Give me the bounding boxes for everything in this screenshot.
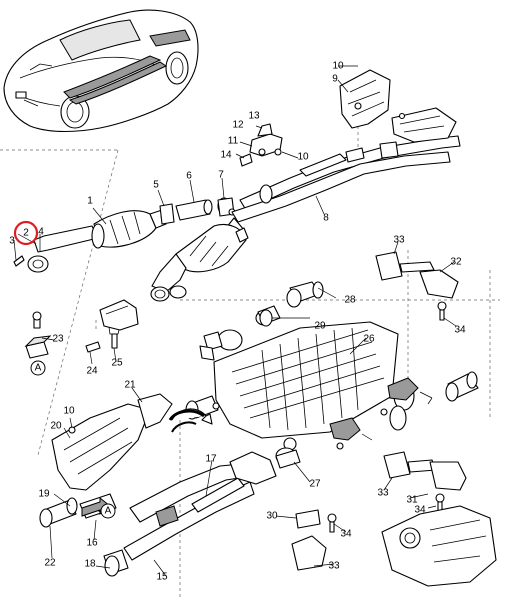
callout-28: 28 <box>344 295 356 306</box>
callout-3: 3 <box>9 236 15 247</box>
callout-16: 16 <box>86 538 98 549</box>
callout-9: 9 <box>332 74 338 85</box>
guide-lines <box>0 90 500 600</box>
callout-34-upper: 34 <box>454 325 466 336</box>
callout-1: 1 <box>87 196 93 207</box>
callout-30: 30 <box>266 511 278 522</box>
valve-actuators <box>329 377 433 450</box>
callout-34-lower: 34 <box>340 529 352 540</box>
callout-5: 5 <box>153 180 159 191</box>
callout-15: 15 <box>156 572 168 583</box>
view-ref-a-lower-label: A <box>105 506 112 517</box>
callout-34-middle: 34 <box>414 505 426 516</box>
highlight-circle <box>13 220 39 246</box>
callout-26: 26 <box>363 334 375 345</box>
callout-10-top: 10 <box>332 61 344 72</box>
callout-4: 4 <box>38 227 44 238</box>
callout-27: 27 <box>309 479 321 490</box>
callout-22: 22 <box>44 558 56 569</box>
clamp-connectors <box>159 197 236 225</box>
view-ref-badge-a-lower <box>100 503 116 519</box>
callout-20: 20 <box>50 421 62 432</box>
front-catalyst-assembly <box>13 209 167 273</box>
callout-33-middle: 33 <box>377 488 389 499</box>
heat-shield-upper <box>339 69 457 143</box>
hanger-bracket <box>239 123 283 167</box>
view-ref-a-left-label: A <box>35 363 42 374</box>
callout-17: 17 <box>205 454 217 465</box>
callout-2: 2 <box>23 228 29 239</box>
view-ref-badge-a-left <box>30 360 46 376</box>
callout-32: 32 <box>450 257 462 268</box>
callout-31: 31 <box>406 495 418 506</box>
callout-6: 6 <box>186 171 192 182</box>
callout-25: 25 <box>111 358 123 369</box>
intermediate-pipes <box>225 135 461 241</box>
view-reference-badges: A A <box>30 360 116 519</box>
callout-labels: 1 2 3 4 5 6 7 8 9 10 10 10 11 12 13 14 1… <box>9 61 466 583</box>
callout-7: 7 <box>218 170 224 181</box>
right-side-parts <box>257 251 497 587</box>
silencer-box <box>185 310 415 451</box>
callout-23: 23 <box>52 334 64 345</box>
callout-13: 13 <box>248 111 260 122</box>
callout-10-middle: 10 <box>297 152 309 163</box>
rear-catalyst-assembly <box>150 223 249 302</box>
callout-33-lower: 33 <box>328 561 340 572</box>
callout-10-lower: 10 <box>63 406 75 417</box>
callout-21: 21 <box>124 380 136 391</box>
callout-12: 12 <box>232 120 244 131</box>
callout-24: 24 <box>86 366 98 377</box>
heat-shield-lower <box>51 299 173 491</box>
callout-18: 18 <box>84 559 96 570</box>
callout-8: 8 <box>323 213 329 224</box>
callout-29: 29 <box>314 321 326 332</box>
callout-33-upper: 33 <box>393 235 405 246</box>
callout-14: 14 <box>220 150 232 161</box>
callout-11: 11 <box>228 136 239 147</box>
car-overview-illustration <box>3 9 199 132</box>
callout-19: 19 <box>38 489 50 500</box>
